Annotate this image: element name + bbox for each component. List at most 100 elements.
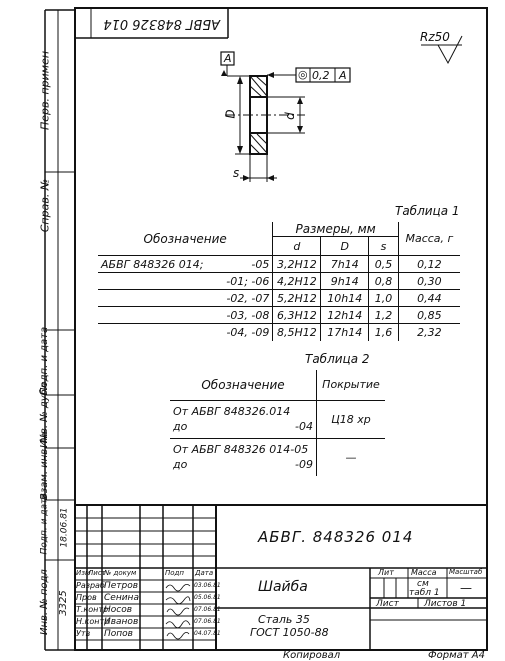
- dimension-s: s: [233, 166, 240, 180]
- label-vzam-inv: Взам. инв. №: [39, 432, 50, 500]
- table1-name: АБВГ 848326 014;: [101, 257, 204, 271]
- side-date-value: 18.06.81: [59, 507, 70, 548]
- tb-scale-value: —: [460, 581, 472, 595]
- tb-material-2: ГОСТ 1050-88: [250, 626, 329, 639]
- table2-row1-do: до: [173, 420, 188, 433]
- table1-variant: -03, -08: [98, 306, 274, 324]
- table2-row2-line1: От АБВГ 848326 014-05: [173, 443, 309, 457]
- table1-sub-D: D: [320, 236, 370, 256]
- table1-cell-d: 6,3Н12: [272, 306, 322, 324]
- table1-cell-s: 0,5: [368, 255, 399, 273]
- table1-cell-D: 12h14: [320, 306, 370, 324]
- table1-head-mass: Масса, г: [397, 222, 460, 256]
- datum-letter: A: [224, 52, 232, 65]
- table-row: -01; -06 4,2Н12 9h14 0,8 0,30: [98, 272, 460, 290]
- table1-cell-mass: 0,30: [397, 272, 460, 290]
- signature-icon: [165, 596, 191, 605]
- table2-cover-1: Ц18 хр: [316, 399, 385, 439]
- signature-icon: [166, 632, 190, 640]
- signatures: [165, 584, 191, 640]
- tb-role-utv: Утв: [76, 629, 91, 638]
- signature-icon: [166, 607, 190, 616]
- table1-designation: АБВГ 848326 014; -05: [98, 255, 274, 273]
- tb-date-3: 07.06.81: [194, 606, 221, 613]
- label-inv-podl: Инв. № подл: [39, 569, 50, 635]
- table2-row2-to: -09: [295, 458, 313, 472]
- table1-cell-D: 17h14: [320, 323, 370, 341]
- table1-head-name: Обозначение: [98, 222, 274, 256]
- tb-designation: АБВГ. 848326 014: [258, 528, 414, 546]
- table2-row2-do: до: [173, 458, 188, 472]
- signature-icon: [165, 620, 191, 629]
- table1-cell-mass: 0,44: [397, 289, 460, 307]
- table1-cell-s: 1,2: [368, 306, 399, 324]
- tb-date-4: 07.06.81: [194, 618, 221, 625]
- label-sprav-no: Справ. №: [38, 178, 52, 233]
- label-perv-primen: Перв. примен: [38, 50, 52, 131]
- table1-cell-mass: 0,12: [397, 255, 460, 273]
- tolerance-symbol-icon: ◎: [298, 68, 308, 81]
- tb-massa: Масса: [411, 568, 437, 577]
- tb-name-tkontr: Носов: [104, 605, 133, 615]
- tb-role-tkontr: Т.контр: [76, 605, 109, 614]
- table1-cell-d: 4,2Н12: [272, 272, 322, 290]
- tb-head-izm: Изм: [76, 569, 91, 577]
- table1-variant: -05: [251, 257, 270, 271]
- tb-list: Лист: [376, 599, 399, 609]
- tb-name-utv: Попов: [104, 629, 133, 639]
- tb-head-data: Дата: [195, 569, 214, 577]
- tb-role-nkontr: Н.контр: [76, 617, 110, 626]
- dimension-d: d: [282, 112, 297, 120]
- table1-cell-d: 8,5Н12: [272, 323, 322, 341]
- tolerance-value: 0,2: [312, 69, 330, 82]
- signature-icon: [165, 584, 191, 592]
- table2-row2-line2: до -09: [173, 457, 313, 472]
- table1-cell-d: 3,2Н12: [272, 255, 322, 273]
- table2-head-cover: Покрытие: [316, 370, 385, 401]
- tb-mass-value-2: табл 1: [409, 588, 440, 598]
- tb-masshtab: Масштаб: [449, 568, 483, 576]
- table2-caption: Таблица 2: [305, 352, 370, 366]
- tolerance-datum: A: [339, 69, 347, 82]
- table1-sub-s: s: [368, 236, 399, 256]
- tb-head-list: Лист: [88, 569, 106, 577]
- table-row: От АБВГ 848326.014 до -04 Ц18 хр: [170, 399, 385, 439]
- table-row: -03, -08 6,3Н12 12h14 1,2 0,85: [98, 306, 460, 324]
- table1-cell-mass: 0,85: [397, 306, 460, 324]
- table1-cell-s: 1,6: [368, 323, 399, 341]
- tb-name-razrab: Петров: [104, 581, 139, 591]
- table1-cell-s: 0,8: [368, 272, 399, 290]
- roughness-mark: Rz50: [420, 30, 450, 44]
- tb-head-doc: № докум: [104, 569, 137, 577]
- table1-cell-D: 7h14: [320, 255, 370, 273]
- tb-name-nkontr: Иванов: [104, 617, 139, 627]
- tb-role-razrab: Разраб: [76, 581, 105, 590]
- tb-listov: Листов 1: [424, 599, 467, 609]
- table2-row1-to: -04: [295, 420, 313, 433]
- table2-row1-line2: до -04: [173, 419, 313, 434]
- table1: Обозначение Размеры, мм Масса, г d D s А…: [98, 222, 460, 341]
- label-podp-data-2: Подп. и дата: [39, 493, 50, 555]
- tb-name-prov: Сенина: [104, 593, 139, 603]
- tb-lit: Лит: [378, 568, 394, 577]
- table1-caption: Таблица 1: [395, 204, 460, 218]
- table1-head-group: Размеры, мм: [272, 222, 399, 237]
- table1-variant: -04, -09: [98, 323, 274, 341]
- table1-cell-d: 5,2Н12: [272, 289, 322, 307]
- tb-part-name: Шайба: [258, 579, 308, 595]
- tb-mass-value-1: см: [417, 579, 429, 589]
- table2-head-name: Обозначение: [170, 370, 317, 401]
- table1-variant: -02, -07: [98, 289, 274, 307]
- table1-cell-D: 10h14: [320, 289, 370, 307]
- footer-format: Формат А4: [428, 650, 485, 661]
- table1-variant: -01; -06: [98, 272, 274, 290]
- table-row: -02, -07 5,2Н12 10h14 1,0 0,44: [98, 289, 460, 307]
- table1-cell-D: 9h14: [320, 272, 370, 290]
- tb-material-1: Сталь 35: [258, 613, 310, 626]
- table2-range-2: От АБВГ 848326 014-05 до -09: [170, 437, 317, 476]
- tb-date-2: 05.06.81: [194, 594, 221, 601]
- tb-head-podp: Подп: [165, 569, 184, 577]
- table-row: АБВГ 848326 014; -05 3,2Н12 7h14 0,5 0,1…: [98, 255, 460, 273]
- table-row: От АБВГ 848326 014-05 до -09 —: [170, 437, 385, 476]
